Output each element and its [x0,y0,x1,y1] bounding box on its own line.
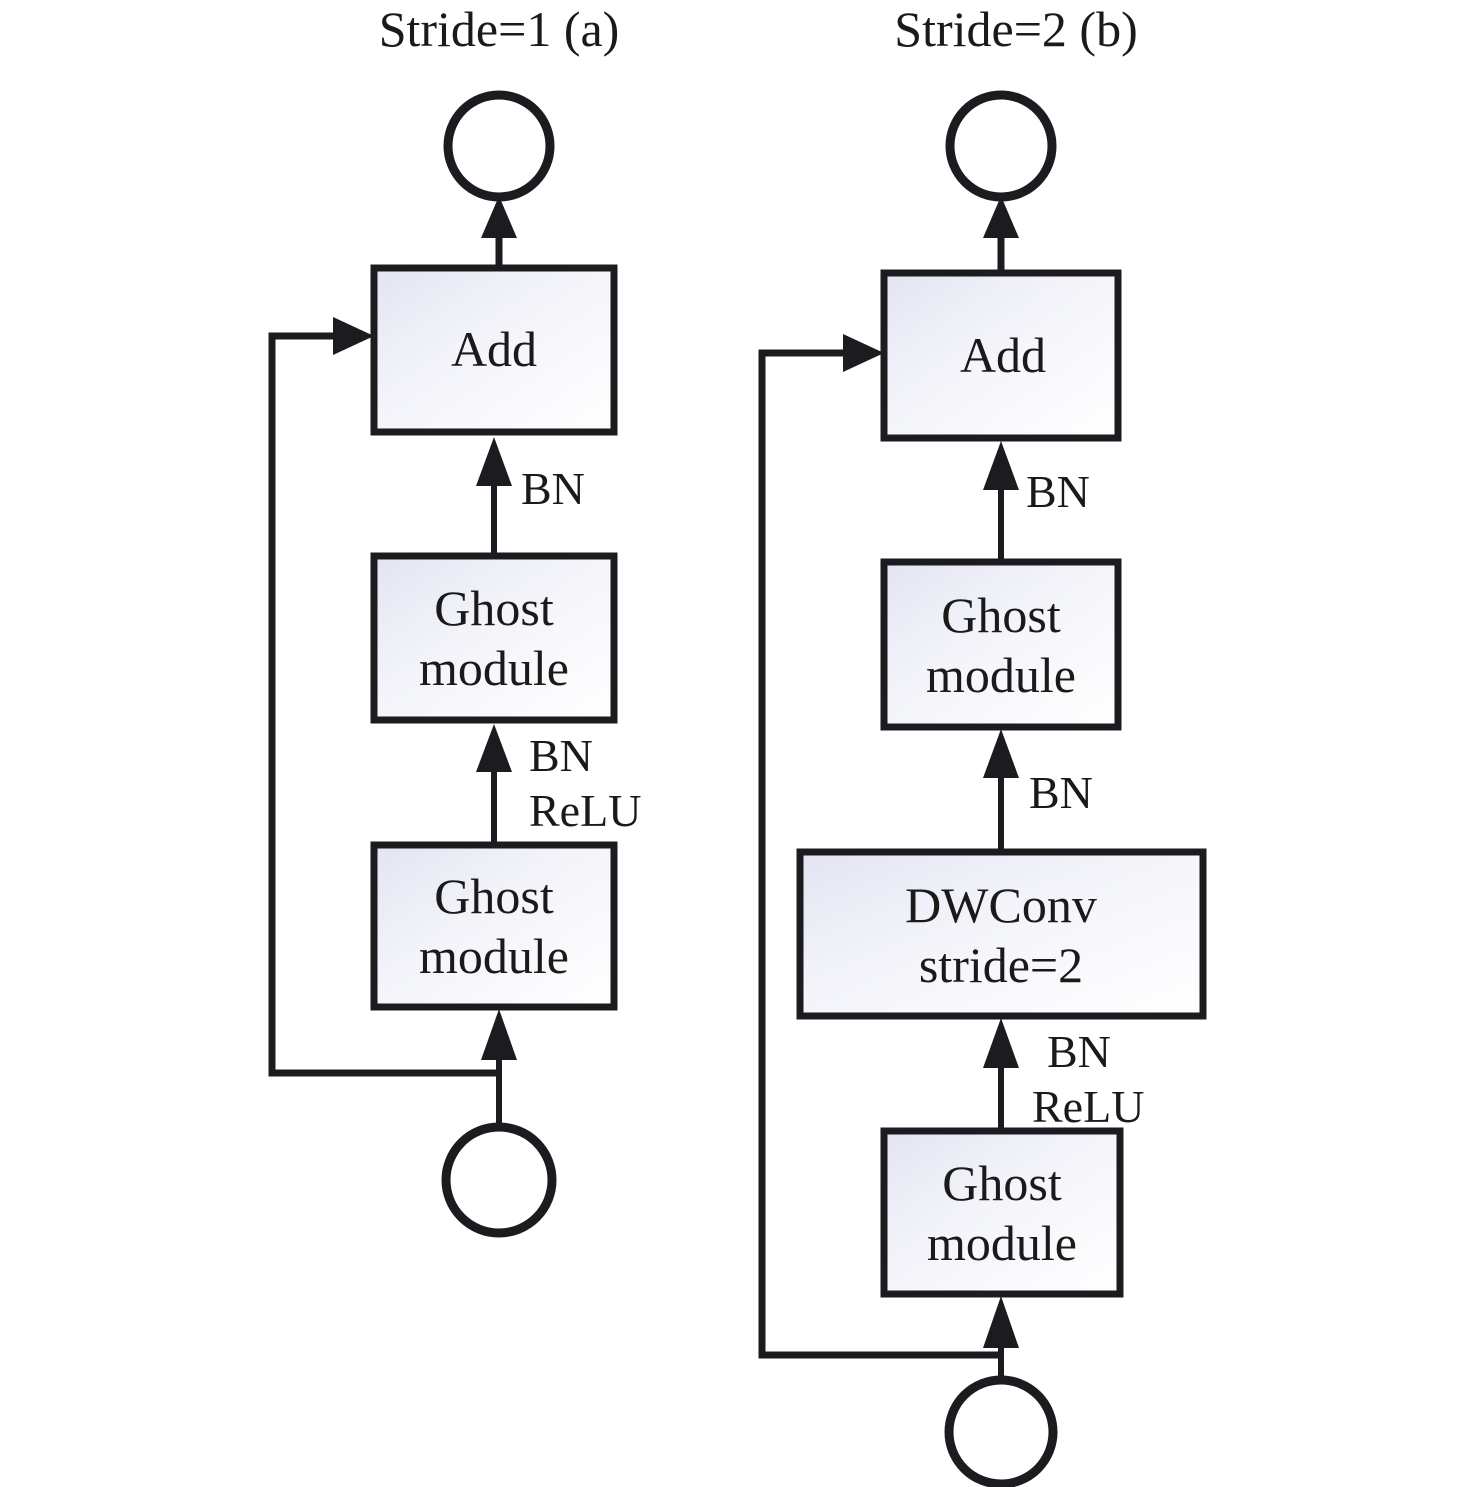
b-ghost-module-upper-box [880,558,1122,731]
a-add-box-label: Add [451,321,537,377]
b-edge-ghost1-to-dwconv-label-line2: ReLU [1032,1081,1144,1132]
arrowhead-icon [983,729,1019,778]
b-shortcut-connection [758,334,1001,1359]
b-input-node-circle [944,1375,1058,1487]
b-ghost-module-upper-label-line1: Ghost [941,587,1061,643]
arrowhead-icon [481,196,517,238]
b-dwconv-box [796,848,1207,1020]
b-add-box-label: Add [960,327,1046,383]
b-output-node-circle [945,90,1057,202]
a-add-box [370,264,618,436]
b-ghost-module-lower-box [880,1127,1124,1298]
a-shortcut-connection [268,317,499,1077]
arrowhead-icon [983,441,1019,490]
a-edge-ghost2-to-add-label: BN [521,463,585,514]
a-edge-ghost2-to-add [476,437,512,556]
b-dwconv-label-line2: stride=2 [919,937,1083,993]
a-ghost-module-upper-label-line1: Ghost [434,580,554,636]
b-ghost-module-lower-label-line2: module [927,1215,1077,1271]
a-ghost-module-lower-box [370,841,618,1011]
a-edge-ghost1-to-ghost2-label-line1: BN [529,730,593,781]
b-edge-ghost2-to-add-label: BN [1026,466,1090,517]
a-edge-add-to-output [481,196,517,268]
a-edge-ghost1-to-ghost2 [476,724,512,845]
arrowhead-icon [333,317,374,355]
a-ghost-module-lower-label-line2: module [419,928,569,984]
panel-a-title: Stride=1 (a) [379,1,620,57]
a-edge-ghost1-to-ghost2-label-line2: ReLU [529,785,641,836]
a-output-node-circle [443,90,555,202]
b-edge-ghost2-to-add [983,441,1019,562]
b-ghost-module-upper-label-line2: module [926,647,1076,703]
panel-a: Stride=1 (a) Add BN Ghost module [268,1,641,1238]
arrowhead-icon [983,1018,1019,1068]
arrowhead-icon [476,437,512,486]
b-edge-dwconv-to-ghost2-label: BN [1029,767,1093,818]
a-ghost-module-upper-box [370,552,618,724]
arrowhead-icon [476,724,512,772]
arrowhead-icon [843,334,884,372]
a-input-node-circle [441,1122,557,1238]
b-edge-ghost1-to-dwconv-label-line1: BN [1047,1026,1111,1077]
arrowhead-icon [983,1296,1019,1348]
arrowhead-icon [481,1009,517,1060]
a-edge-input-to-ghost1 [481,1009,517,1126]
panel-b-title: Stride=2 (b) [894,1,1137,57]
b-dwconv-label-line1: DWConv [905,877,1097,933]
b-ghost-module-lower-label-line1: Ghost [942,1155,1062,1211]
arrowhead-icon [983,196,1019,238]
b-add-box [880,269,1122,442]
panel-b: Stride=2 (b) Add BN Ghost module [758,1,1207,1487]
b-edge-add-to-output [983,196,1019,273]
b-edge-ghost1-to-dwconv [983,1018,1019,1131]
a-ghost-module-lower-label-line1: Ghost [434,868,554,924]
b-edge-dwconv-to-ghost2 [983,729,1019,852]
a-ghost-module-upper-label-line2: module [419,640,569,696]
